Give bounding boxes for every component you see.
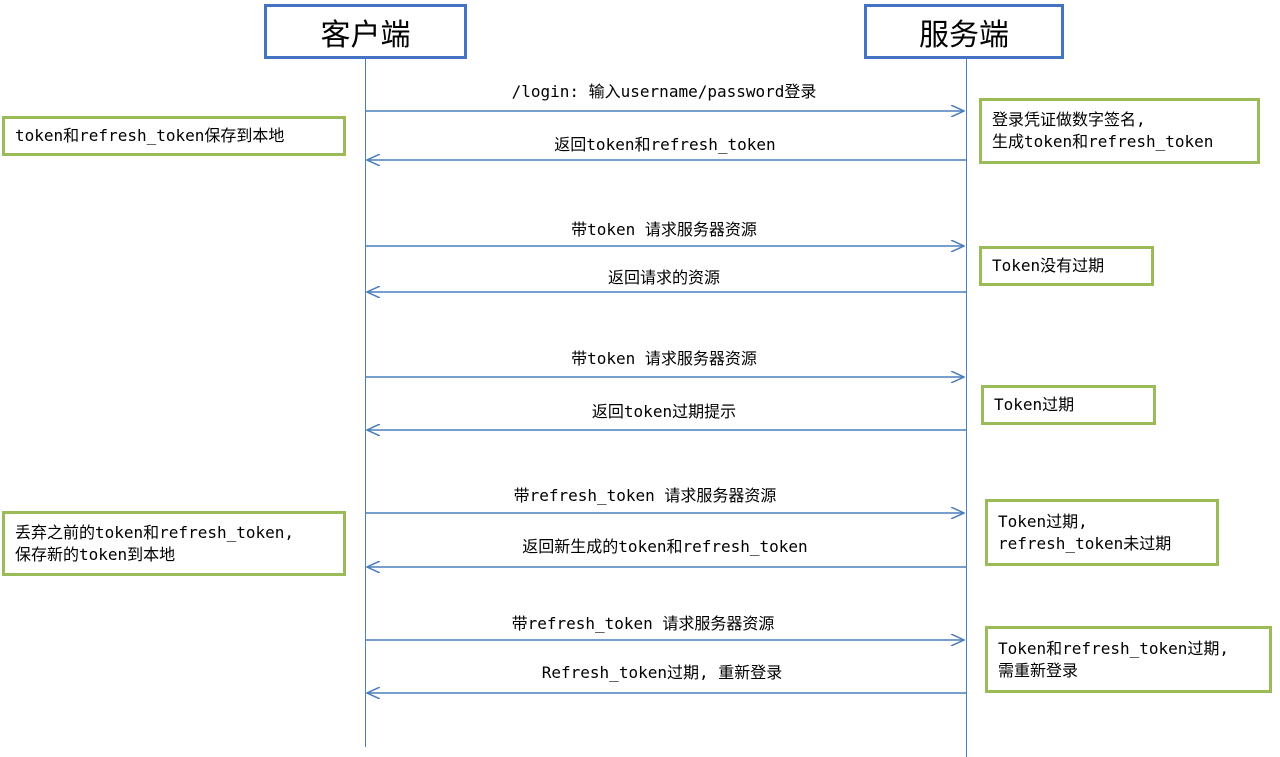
note-client-store: token和refresh_token保存到本地 — [2, 116, 346, 156]
server-actor: 服务端 — [864, 4, 1064, 59]
message-label-10: Refresh_token过期, 重新登录 — [541, 663, 783, 682]
note-server-sign: 登录凭证做数字签名, 生成token和refresh_token — [979, 98, 1260, 164]
server-lifeline — [966, 59, 967, 757]
note-both-expired: Token和refresh_token过期, 需重新登录 — [985, 626, 1272, 693]
note-token-expired: Token过期 — [981, 385, 1156, 425]
message-label-8: 返回新生成的token和refresh_token — [522, 537, 808, 556]
note-line: token和refresh_token保存到本地 — [15, 126, 285, 145]
note-line: Token过期, — [998, 511, 1088, 531]
note-line: 生成token和refresh_token — [992, 132, 1214, 151]
note-line: Token和refresh_token过期, — [998, 638, 1230, 658]
note-refresh-valid: Token过期, refresh_token未过期 — [985, 499, 1219, 566]
message-label-4: 返回请求的资源 — [607, 268, 721, 287]
message-label-2: 返回token和refresh_token — [554, 135, 776, 154]
note-token-valid: Token没有过期 — [979, 246, 1154, 286]
message-label-5: 带token 请求服务器资源 — [571, 349, 757, 368]
note-line: 需重新登录 — [998, 660, 1079, 680]
note-line: 丢弃之前的token和refresh_token, — [15, 522, 295, 542]
message-label-6: 返回token过期提示 — [591, 402, 737, 421]
note-line: Token没有过期 — [992, 256, 1105, 275]
message-label-1: /login: 输入username/password登录 — [511, 82, 817, 101]
message-label-9: 带refresh_token 请求服务器资源 — [511, 614, 775, 633]
note-line: 登录凭证做数字签名, — [992, 110, 1146, 129]
note-line: Token过期 — [994, 395, 1075, 414]
client-lifeline — [365, 59, 366, 747]
note-line: 保存新的token到本地 — [15, 544, 176, 564]
note-line: refresh_token未过期 — [998, 533, 1172, 553]
message-label-7: 带refresh_token 请求服务器资源 — [513, 486, 777, 505]
client-actor: 客户端 — [264, 4, 467, 59]
message-label-3: 带token 请求服务器资源 — [571, 220, 757, 239]
note-client-replace: 丢弃之前的token和refresh_token, 保存新的token到本地 — [2, 511, 346, 576]
